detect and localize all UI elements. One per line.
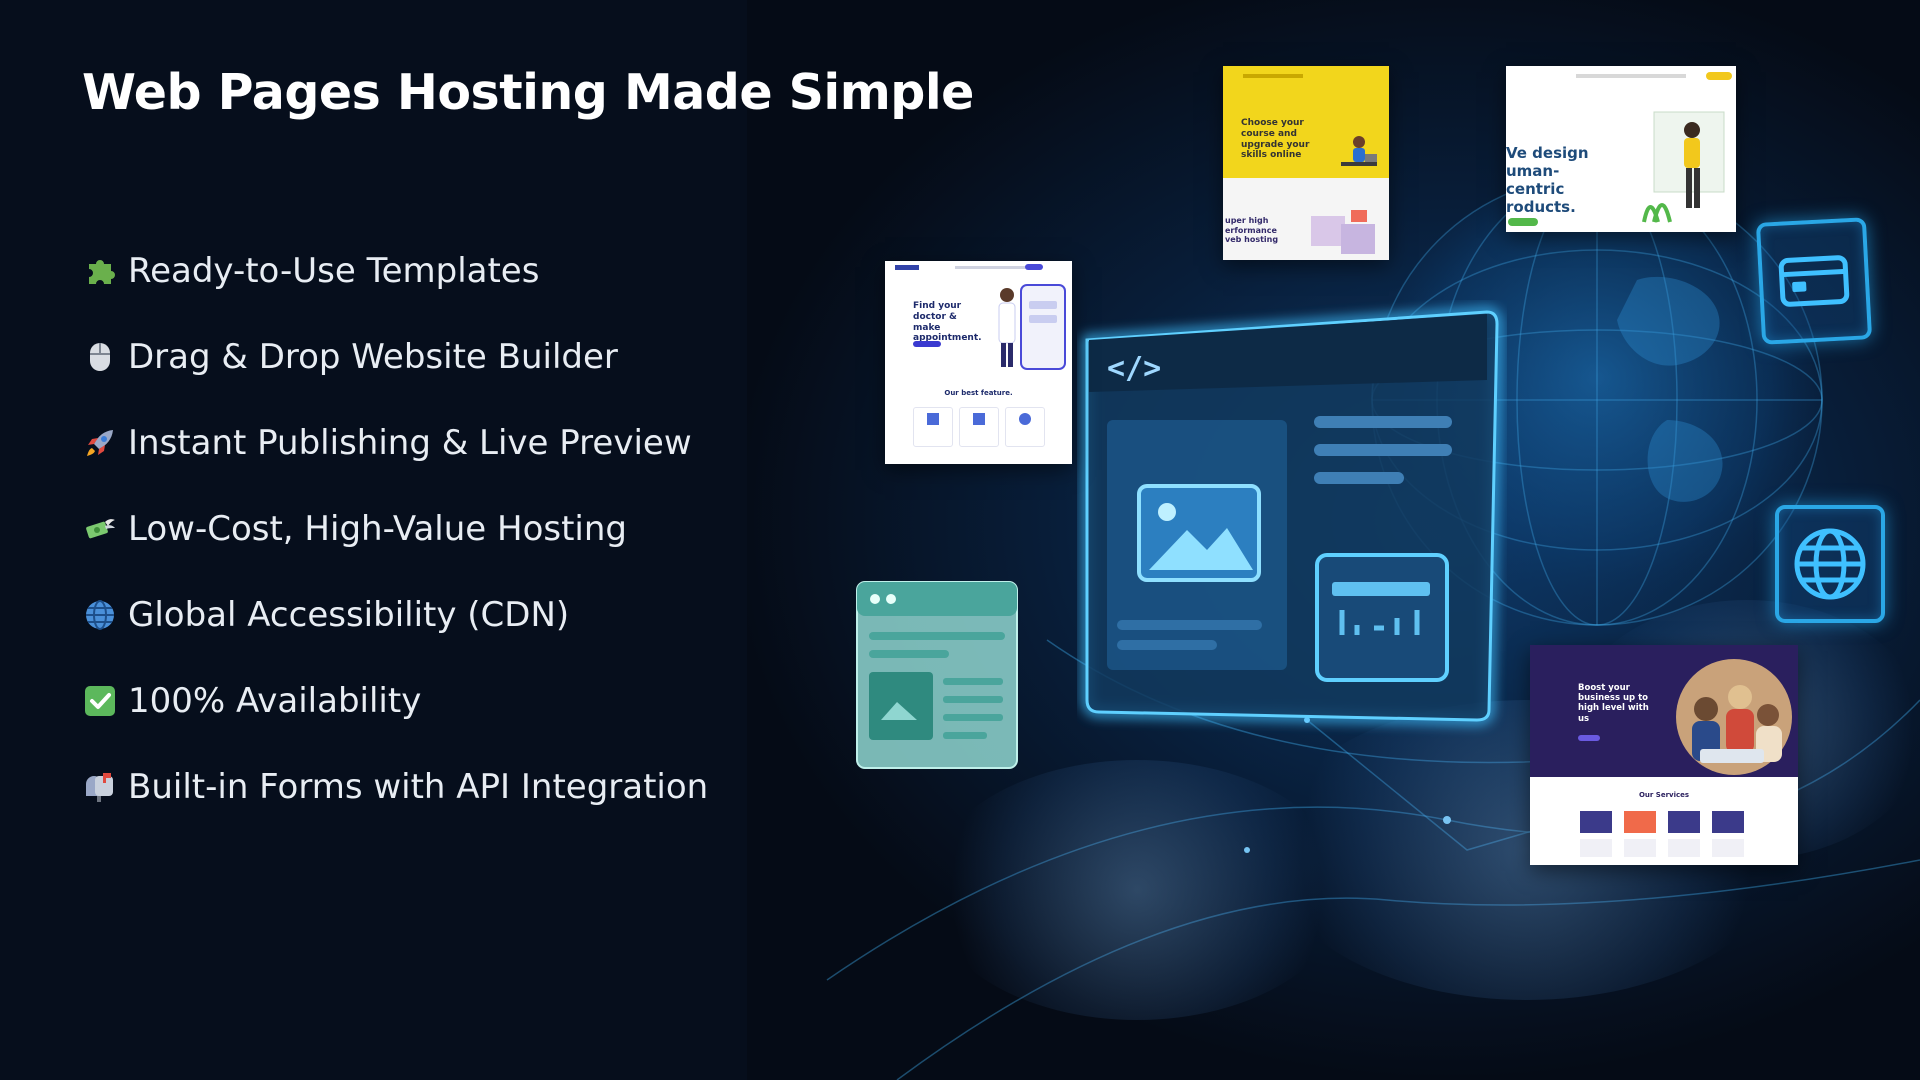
browser-window-graphic: </> <box>1082 306 1503 726</box>
thumbnail-heading: Find your doctor & make appointment. <box>913 301 982 344</box>
globe-outline-icon <box>1794 528 1866 600</box>
thumbnail-heading: Choose your course and upgrade your skil… <box>1241 118 1310 161</box>
template-thumbnail-course: Choose your course and upgrade your skil… <box>1223 66 1389 260</box>
credit-card-icon <box>1778 255 1850 307</box>
cloud-graphic <box>927 760 1347 1020</box>
feature-item-templates: Ready-to-Use Templates <box>82 228 708 314</box>
mailbox-icon <box>82 769 118 805</box>
hero-illustration: </> <box>747 0 1920 1080</box>
feature-label: Low-Cost, High-Value Hosting <box>128 509 628 549</box>
feature-item-availability: 100% Availability <box>82 658 708 744</box>
globe-icon <box>82 597 118 633</box>
template-thumbnail-doctor: Find your doctor & make appointment. Our… <box>885 261 1072 464</box>
feature-item-cdn: Global Accessibility (CDN) <box>82 572 708 658</box>
thumbnail-heading: Boost your business up to high level wit… <box>1578 683 1649 724</box>
doctor-phone-illustration-icon <box>998 284 1066 370</box>
feature-label: 100% Availability <box>128 681 422 721</box>
payment-card-tile <box>1755 217 1873 345</box>
feature-label: Instant Publishing & Live Preview <box>128 423 692 463</box>
server-illustration-icon <box>1311 210 1375 254</box>
mini-browser-graphic <box>856 581 1018 769</box>
feature-label: Drag & Drop Website Builder <box>128 337 618 377</box>
svg-text:</>: </> <box>1107 351 1161 386</box>
check-mark-icon <box>82 683 118 719</box>
globe-tile <box>1775 505 1885 623</box>
designer-illustration-icon <box>1642 111 1725 223</box>
feature-item-publishing: Instant Publishing & Live Preview <box>82 400 708 486</box>
team-photo-illustration-icon <box>1676 659 1792 775</box>
slide-title: Web Pages Hosting Made Simple <box>82 64 974 121</box>
money-with-wings-icon <box>82 511 118 547</box>
feature-label: Built-in Forms with API Integration <box>128 767 709 807</box>
student-illustration-icon <box>1341 136 1377 166</box>
template-thumbnail-business: Boost your business up to high level wit… <box>1530 645 1798 865</box>
mouse-icon <box>82 339 118 375</box>
puzzle-piece-icon <box>82 253 118 289</box>
template-thumbnail-design: Ve design uman-centric roducts. <box>1506 66 1736 232</box>
feature-item-hosting: Low-Cost, High-Value Hosting <box>82 486 708 572</box>
rocket-icon <box>82 425 118 461</box>
thumbnail-heading: Ve design uman-centric roducts. <box>1506 144 1589 216</box>
feature-item-builder: Drag & Drop Website Builder <box>82 314 708 400</box>
left-text-panel <box>0 0 747 1080</box>
feature-label: Global Accessibility (CDN) <box>128 595 570 635</box>
feature-item-forms: Built-in Forms with API Integration <box>82 744 708 830</box>
thumbnail-subheading: Our best feature. <box>944 389 1013 397</box>
thumbnail-subheading: Our Services <box>1638 791 1690 799</box>
feature-label: Ready-to-Use Templates <box>128 251 540 291</box>
thumbnail-subheading: uper high erformance veb hosting <box>1225 216 1279 245</box>
feature-list: Ready-to-Use Templates Drag & Drop Websi… <box>82 228 708 830</box>
